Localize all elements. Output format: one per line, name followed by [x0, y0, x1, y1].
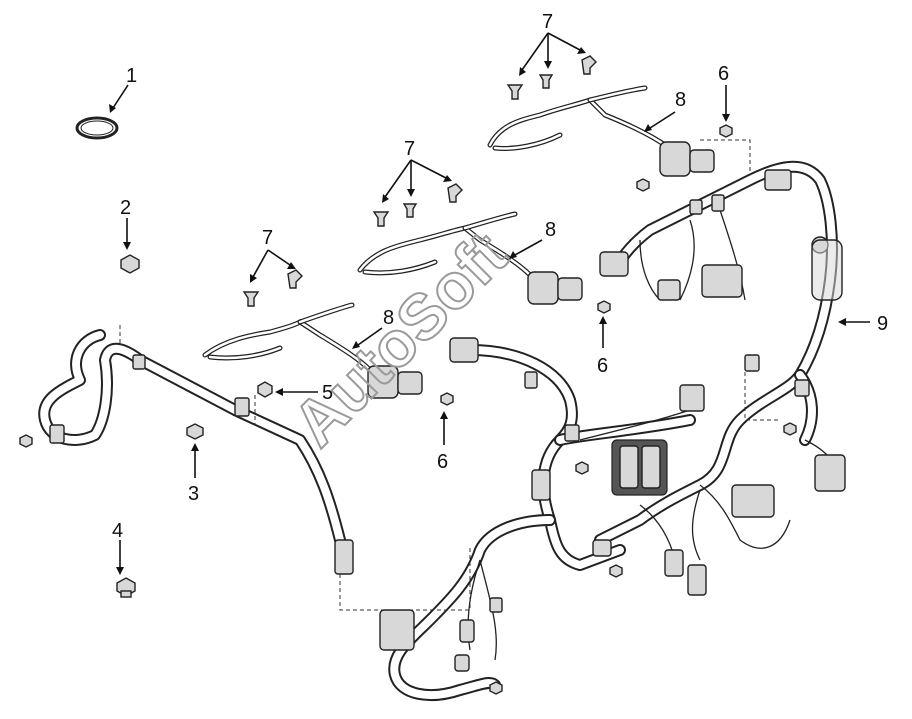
callout-9: 9: [877, 313, 888, 335]
callout-4: 4: [112, 520, 123, 542]
clamp-ring: [75, 116, 119, 140]
harness-connector: [379, 609, 415, 651]
nuts-part-6: [19, 124, 797, 695]
callout-7-lower: 7: [262, 227, 273, 249]
harness-connector: [334, 539, 354, 575]
nut-part-2: [120, 254, 140, 274]
callout-7-middle: 7: [404, 138, 415, 160]
sensor-connector: [701, 264, 743, 298]
nut-part-5: [257, 381, 273, 398]
branch-wires: [467, 209, 836, 661]
injector-connector: [659, 141, 691, 177]
callout-2: 2: [120, 197, 131, 219]
callout-8-top: 8: [675, 89, 686, 111]
harness-connectors: [334, 169, 846, 672]
callout-6-middle: 6: [597, 355, 608, 377]
injector-connector: [527, 271, 559, 305]
clips-part-7: [242, 55, 597, 307]
sensor-connector: [731, 484, 775, 518]
harness-clips: [49, 194, 810, 613]
callout-1: 1: [126, 65, 137, 87]
callout-labels: 1 2 3 4 5 6 6 6 7 7 7 8 8 8 9: [112, 11, 888, 542]
callout-arrows: [109, 32, 870, 575]
callout-6-top: 6: [718, 63, 729, 85]
callout-8-lower: 8: [383, 307, 394, 329]
callout-5: 5: [322, 382, 333, 404]
injector-harness-top: [487, 85, 715, 177]
sensor-connector: [814, 454, 846, 492]
bolt-part-4: [116, 577, 136, 598]
callout-3: 3: [188, 483, 199, 505]
callout-6-lower: 6: [437, 451, 448, 473]
injector-harness-middle: [357, 211, 629, 305]
watermark: AutoSoft: [279, 218, 521, 460]
callout-7-top: 7: [542, 11, 553, 33]
callout-8-middle: 8: [545, 219, 556, 241]
injector-harness-lower: [202, 302, 479, 399]
main-harness: [38, 160, 838, 701]
bolt-part-3: [186, 423, 204, 440]
